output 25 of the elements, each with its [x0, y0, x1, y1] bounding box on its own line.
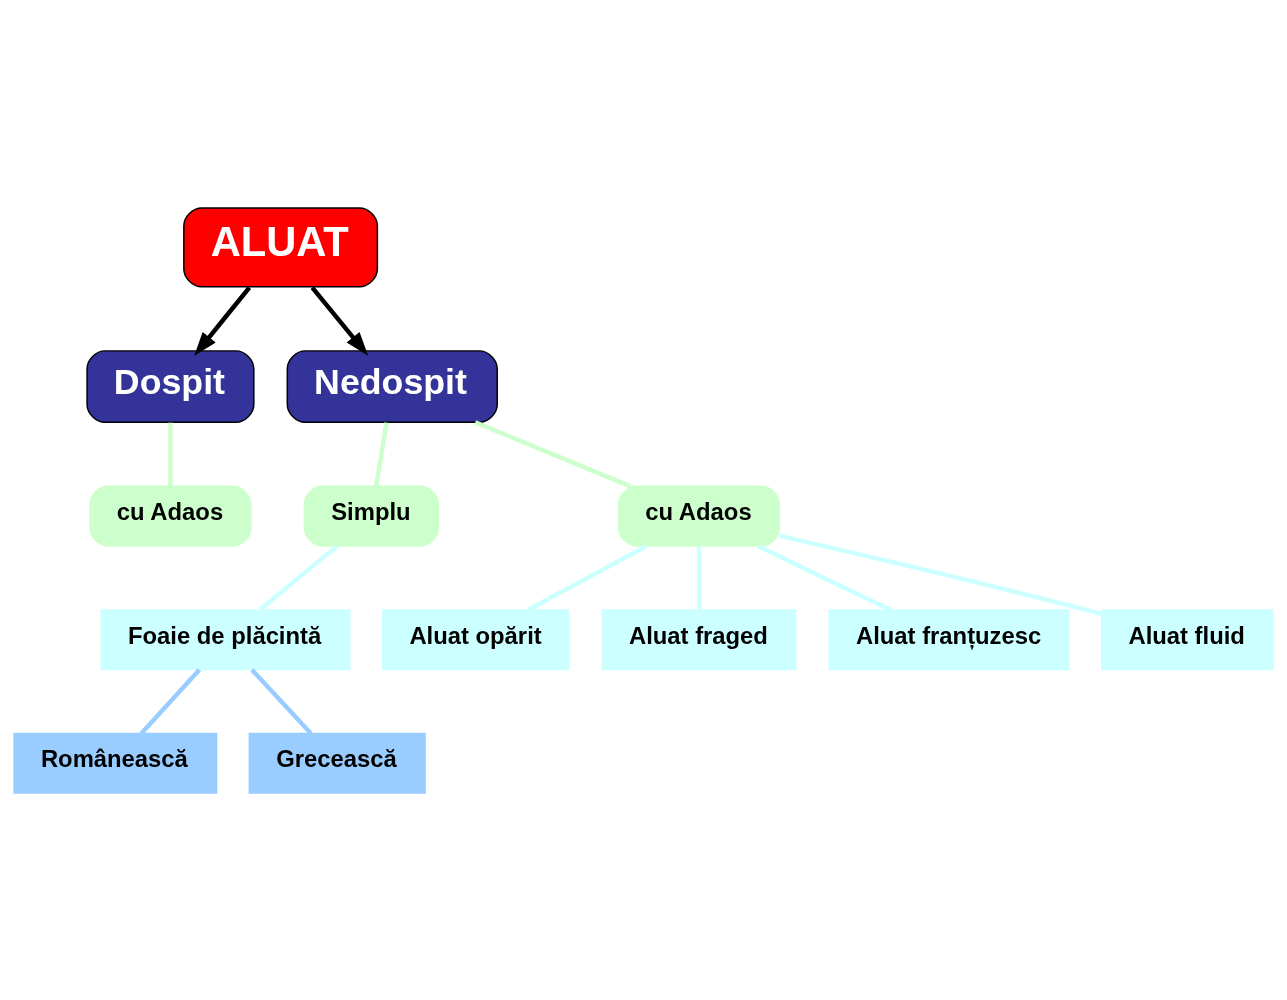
connector	[258, 544, 339, 612]
node-box: Aluat fraged	[601, 608, 797, 670]
connector	[757, 543, 892, 612]
connector	[779, 533, 1102, 616]
node-box: Aluat franțuzesc	[828, 608, 1070, 670]
node-box: Nedospit	[286, 349, 498, 423]
node-box: Dospit	[86, 349, 255, 423]
node-box: Grecească	[248, 732, 426, 794]
node-box: Aluat fluid	[1100, 608, 1274, 670]
node-box: Aluat opărit	[381, 608, 570, 670]
node-box: ALUAT	[183, 206, 379, 288]
node-box: Foaie de plăcintă	[100, 608, 351, 670]
connector	[474, 419, 632, 488]
arrow	[310, 285, 369, 356]
node-box: cu Adaos	[89, 485, 252, 547]
node-box: Românească	[13, 732, 218, 794]
node-box: Simplu	[303, 485, 440, 547]
node-box: cu Adaos	[617, 485, 781, 547]
arrow	[194, 285, 252, 356]
connector	[696, 545, 702, 610]
connector	[250, 667, 313, 735]
connector	[139, 667, 202, 735]
connector	[168, 422, 173, 486]
connector	[527, 543, 648, 612]
connector	[373, 421, 389, 486]
